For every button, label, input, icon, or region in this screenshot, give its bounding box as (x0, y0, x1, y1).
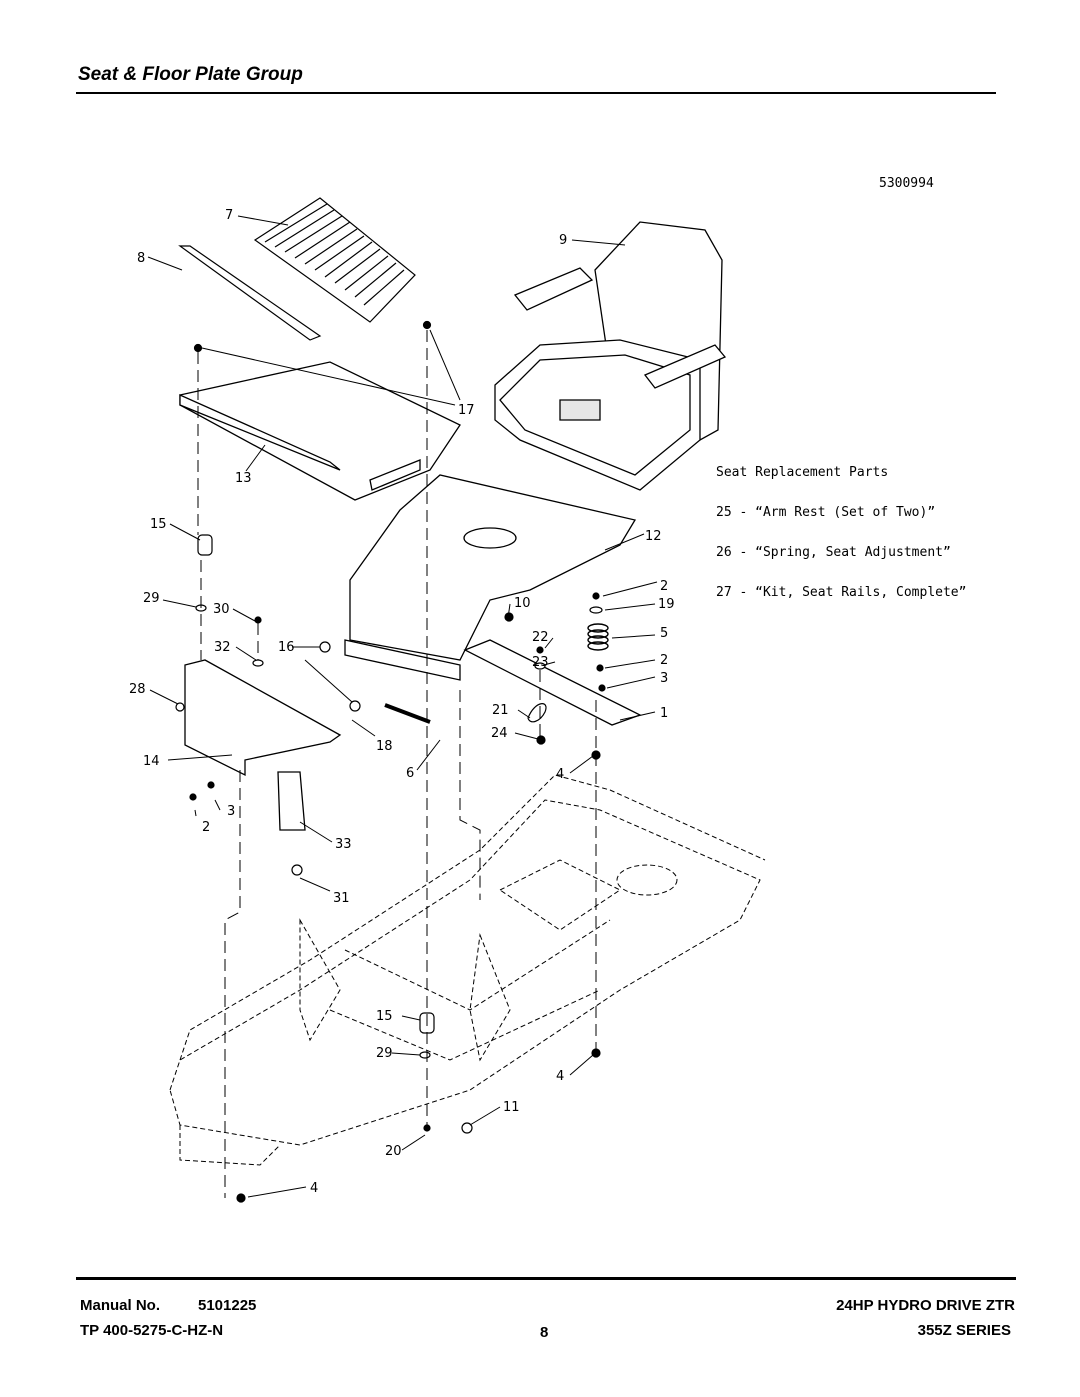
floor-pan-part (344, 474, 637, 681)
callout: 21 (492, 703, 509, 718)
notes-heading: Seat Replacement Parts (716, 465, 889, 480)
callout: 12 (645, 529, 662, 544)
seat-spring-part (587, 623, 609, 651)
floor-mat-part (253, 197, 416, 323)
callout: 17 (458, 403, 475, 418)
tp-number: TP 400-5275-C-HZ-N (80, 1322, 224, 1339)
callout: 2 (660, 579, 668, 594)
page-title: Seat & Floor Plate Group (78, 64, 303, 85)
callout: 28 (129, 682, 146, 697)
model-name: 24HP HYDRO DRIVE ZTR (836, 1297, 1015, 1314)
callout: 2 (202, 820, 210, 835)
callout: 31 (333, 891, 350, 906)
callout: 32 (214, 640, 231, 655)
callout: 24 (491, 726, 508, 741)
callout: 4 (310, 1181, 318, 1196)
figure-id: 5300994 (879, 176, 934, 191)
leader-lines (147, 215, 658, 1198)
seat-pan-part (179, 361, 461, 501)
callout: 4 (556, 1069, 564, 1084)
seat-bracket-part (184, 659, 342, 777)
title-divider (76, 92, 996, 94)
callout: 18 (376, 739, 393, 754)
callout: 16 (278, 640, 295, 655)
notes-item: 27 - “Kit, Seat Rails, Complete” (716, 585, 967, 600)
callout-labels: 7 8 9 17 13 15 29 30 32 16 28 14 3 2 18 … (129, 208, 675, 1196)
manual-number: 5101225 (198, 1297, 257, 1314)
callout: 33 (335, 837, 352, 852)
bracket-33-part (277, 771, 306, 831)
series-name: 355Z SERIES (917, 1322, 1011, 1339)
callout: 10 (514, 596, 531, 611)
hardware-parts (175, 320, 606, 1203)
callout: 5 (660, 626, 668, 641)
callout: 13 (235, 471, 252, 486)
callout: 19 (658, 597, 675, 612)
chassis-frame (169, 774, 766, 1166)
callout: 23 (532, 655, 549, 670)
page-number: 8 (540, 1324, 549, 1341)
callout: 9 (559, 233, 567, 248)
notes-item: 25 - “Arm Rest (Set of Two)” (716, 505, 936, 520)
notes-item: 26 - “Spring, Seat Adjustment” (716, 545, 951, 560)
callout: 3 (227, 804, 235, 819)
callout: 22 (532, 630, 549, 645)
footer-divider (76, 1277, 1016, 1280)
callout: 14 (143, 754, 160, 769)
callout: 30 (213, 602, 230, 617)
manual-label: Manual No. (80, 1297, 161, 1314)
callout: 3 (660, 671, 668, 686)
callout: 11 (503, 1100, 520, 1115)
floor-plate-part (178, 245, 322, 341)
callout: 4 (556, 767, 564, 782)
callout: 15 (376, 1009, 393, 1024)
callout: 15 (150, 517, 167, 532)
callout: 29 (376, 1046, 393, 1061)
callout: 6 (406, 766, 414, 781)
callout: 7 (225, 208, 233, 223)
callout: 1 (660, 706, 668, 721)
seat-part (494, 221, 727, 491)
callout: 8 (137, 251, 145, 266)
callout: 2 (660, 653, 668, 668)
callout: 20 (385, 1144, 402, 1159)
callout: 29 (143, 591, 160, 606)
